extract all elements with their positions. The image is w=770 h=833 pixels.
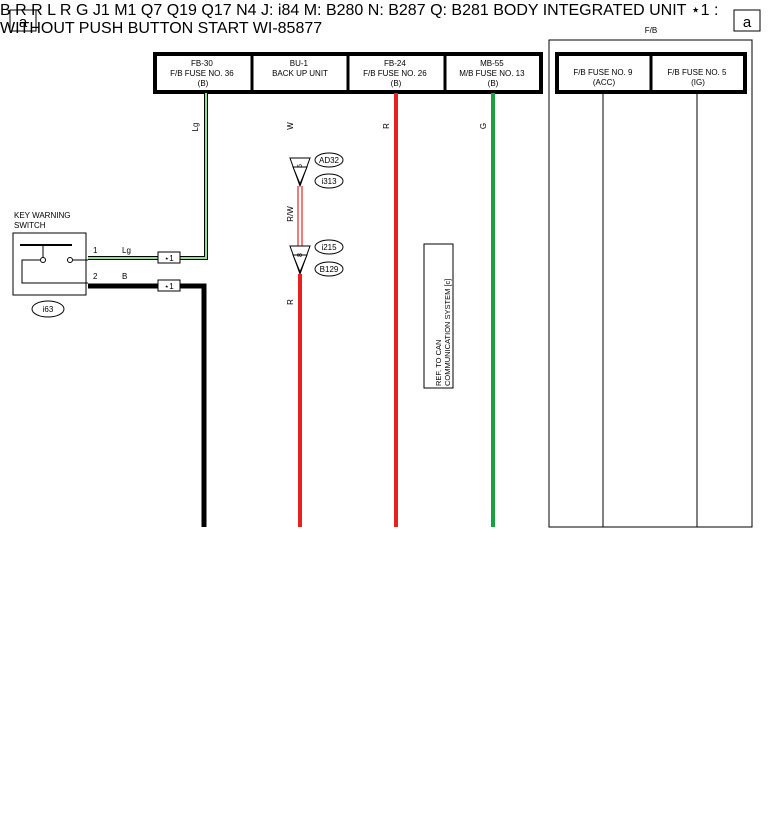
wire-code: L [47, 2, 56, 19]
note-marker-text: ⋆1 [164, 282, 174, 291]
fuse-mb55: MB-55 M/B FUSE NO. 13 (B) [459, 59, 527, 88]
connector-id: i63 [43, 305, 54, 314]
fuse-fb5: F/B FUSE NO. 5 (IG) [667, 68, 728, 87]
wire-lg-outline [88, 93, 208, 260]
wire-code: R/W [286, 206, 295, 222]
wire-code: G [479, 123, 488, 129]
connector-oval-i215 [314, 239, 344, 255]
divider: ⋆1 : WITHOUT PUSH BUTTON START B12912345… [0, 2, 718, 37]
connector-id: B129 [320, 265, 339, 274]
connector-oval-i313 [314, 173, 344, 189]
biu-prefix: M: [303, 2, 322, 19]
biu-connector-oval: B287 Q: B281 BODY INTEGRATED UNIT ⋆1 : W… [0, 2, 718, 37]
biu-prefix: J: [261, 2, 274, 19]
wire-code: Lg [191, 123, 200, 132]
corner-box-left [9, 9, 37, 32]
fuse-bu1: BU-1 BACK UP UNIT [272, 59, 328, 78]
can-ref-text: REF. TO CAN COMMUNICATION SYSTEM [c] [434, 279, 452, 386]
fuse-fb30: FB-30 F/B FUSE NO. 36 (B) [170, 59, 236, 88]
wire-lg [88, 93, 207, 259]
connector-id: i313 [321, 177, 337, 186]
switch-terminal [40, 257, 46, 263]
biu-label: BODY INTEGRATED UNIT [493, 2, 687, 19]
note-marker [157, 279, 181, 292]
note-marker-text: ⋆1 [164, 254, 174, 263]
wire-code: G [75, 2, 89, 19]
connector-symbol-inner [292, 254, 308, 274]
biu-connector-id: i84 [277, 2, 300, 19]
connector-oval-i63 [31, 300, 65, 318]
fb-label: F/B [645, 26, 657, 35]
terminal-label: Q7 [140, 2, 163, 19]
pin-number: 2 [93, 272, 98, 281]
arrow-up-icon: B R R L R G J1 M1 Q7 Q19 Q17 N4 J: i84 M… [0, 2, 718, 37]
terminal-label: Q19 [166, 2, 197, 19]
pin-number: 1 [93, 246, 98, 255]
pin-wire-code: B [122, 272, 127, 281]
biu-connector-id: B287 [388, 2, 426, 19]
figure-id: WI-85877 [252, 20, 323, 37]
can-ref-box [423, 243, 454, 389]
corner-label-left: a [19, 14, 28, 31]
pin-number: 8 [297, 253, 304, 257]
terminal-label: N4 [236, 2, 257, 19]
pin-number: 5 [297, 164, 304, 168]
wire-blue-q19: B R R L R G J1 M1 Q7 Q19 Q17 N4 J: i84 M… [0, 2, 718, 37]
wire-code: R [31, 2, 43, 19]
connector-oval-ad32 [314, 152, 344, 168]
note-marker [157, 251, 181, 264]
connector-id: i215 [321, 243, 337, 252]
wire-code: R [382, 123, 391, 129]
wire-code: R [286, 299, 295, 305]
biu-connector-id: B281 [451, 2, 489, 19]
fuse-fb24: FB-24 F/B FUSE NO. 26 (B) [363, 59, 429, 88]
footnote: ⋆1 : WITHOUT PUSH BUTTON START [0, 2, 719, 37]
connector-oval-b129 [314, 261, 344, 277]
wire-code: B [0, 2, 11, 19]
key-switch-title: KEY WARNING SWITCH [14, 211, 73, 230]
biu-prefix: N: [367, 2, 384, 19]
twist-arc: B R R L R G J1 M1 Q7 Q19 Q17 N4 J: i84 M… [0, 2, 718, 37]
biu-connector-id: B280 [325, 2, 364, 19]
terminal-label: M1 [114, 2, 137, 19]
wire-black [88, 283, 207, 527]
biu-prefix: Q: [430, 2, 447, 19]
connector-id: AD32 [319, 156, 340, 165]
pin-wire-code: Lg [122, 246, 131, 255]
body-integrated-unit: J: i84 M: B280 N: B287 Q: B281 BODY INTE… [0, 2, 718, 37]
switch-terminal [67, 257, 73, 263]
wire-code: R [59, 2, 72, 19]
wire-red-q17: B R R L R G J1 M1 Q7 Q19 Q17 N4 J: i84 M… [0, 2, 718, 37]
key-switch-body [12, 232, 87, 296]
biu-connector-oval: i84 M: B280 N: B287 Q: B281 BODY INTEGRA… [0, 2, 718, 37]
biu-connector-oval: B280 N: B287 Q: B281 BODY INTEGRATED UNI… [0, 2, 718, 37]
terminal-label: J1 [92, 2, 110, 19]
fuse-fb9: F/B FUSE NO. 9 (ACC) [573, 68, 634, 87]
biu-connector-oval: B281 BODY INTEGRATED UNIT ⋆1 : WITHOUT P… [0, 2, 718, 37]
divider: B1291234567891011121314151617181920M:B28… [253, 20, 322, 37]
corner-label-right: a [743, 14, 752, 31]
wire-code: W [286, 122, 295, 130]
twist-dashed-line: B R R L R G J1 M1 Q7 Q19 Q17 N4 J: i84 M… [0, 2, 718, 37]
twist-zigzag: B R R L R G J1 M1 Q7 Q19 Q17 N4 J: i84 M… [0, 2, 718, 37]
connector-symbol-inner [292, 166, 308, 186]
arrow-up-icon: B R R L R G J1 M1 Q7 Q19 Q17 N4 J: i84 M… [0, 2, 718, 37]
switch-internal-wire [21, 259, 88, 284]
terminal-label: Q17 [201, 2, 232, 19]
corner-box-right [733, 9, 761, 32]
fb-enclosure [548, 39, 753, 528]
